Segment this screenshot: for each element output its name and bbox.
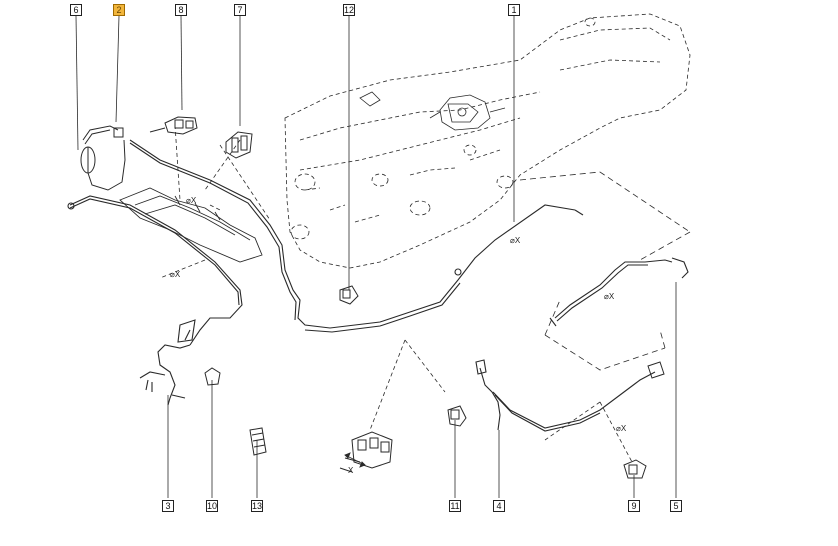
pipe-3 [139, 319, 196, 406]
dimension-label: ⌀X [186, 196, 197, 205]
callout-9[interactable]: 9 [628, 500, 640, 512]
clip-7 [225, 131, 253, 159]
leader-lines [159, 124, 633, 463]
clip-11 [447, 405, 467, 427]
connector-13 [249, 427, 267, 456]
callout-6[interactable]: 6 [70, 4, 82, 16]
pump-module [359, 91, 506, 131]
callout-12[interactable]: 12 [343, 4, 355, 16]
dimension-label: ⌀X [170, 270, 181, 279]
callout-11[interactable]: 11 [449, 500, 461, 512]
callout-7[interactable]: 7 [234, 4, 246, 16]
clip-10 [204, 367, 221, 386]
clip-8 [149, 116, 198, 135]
dimension-arrow [344, 452, 366, 468]
callout-5[interactable]: 5 [670, 500, 682, 512]
connector-right [647, 361, 665, 379]
pipe-4 [475, 359, 656, 432]
callout-2[interactable]: 2 [113, 4, 125, 16]
pipe-1 [129, 139, 584, 333]
dimension-label: ⌀X [510, 236, 521, 245]
callout-3[interactable]: 3 [162, 500, 174, 512]
callout-10[interactable]: 10 [206, 500, 218, 512]
callout-8[interactable]: 8 [175, 4, 187, 16]
clip-9 [623, 459, 647, 479]
floor-outline [519, 171, 691, 371]
callout-13[interactable]: 13 [251, 500, 263, 512]
pipe-5 [549, 257, 689, 327]
callout-pointers [75, 15, 677, 498]
clip-12 [339, 285, 359, 305]
dimension-label: ⌀X [604, 292, 615, 301]
callout-4[interactable]: 4 [493, 500, 505, 512]
callout-1[interactable]: 1 [508, 4, 520, 16]
heat-shield [119, 187, 263, 263]
connector-group [339, 431, 393, 473]
dimension-label: X [348, 466, 354, 475]
dimension-label: ⌀X [616, 424, 627, 433]
filter-2 [80, 125, 126, 191]
pipe-6 [67, 195, 243, 346]
tank-outline [284, 13, 691, 269]
